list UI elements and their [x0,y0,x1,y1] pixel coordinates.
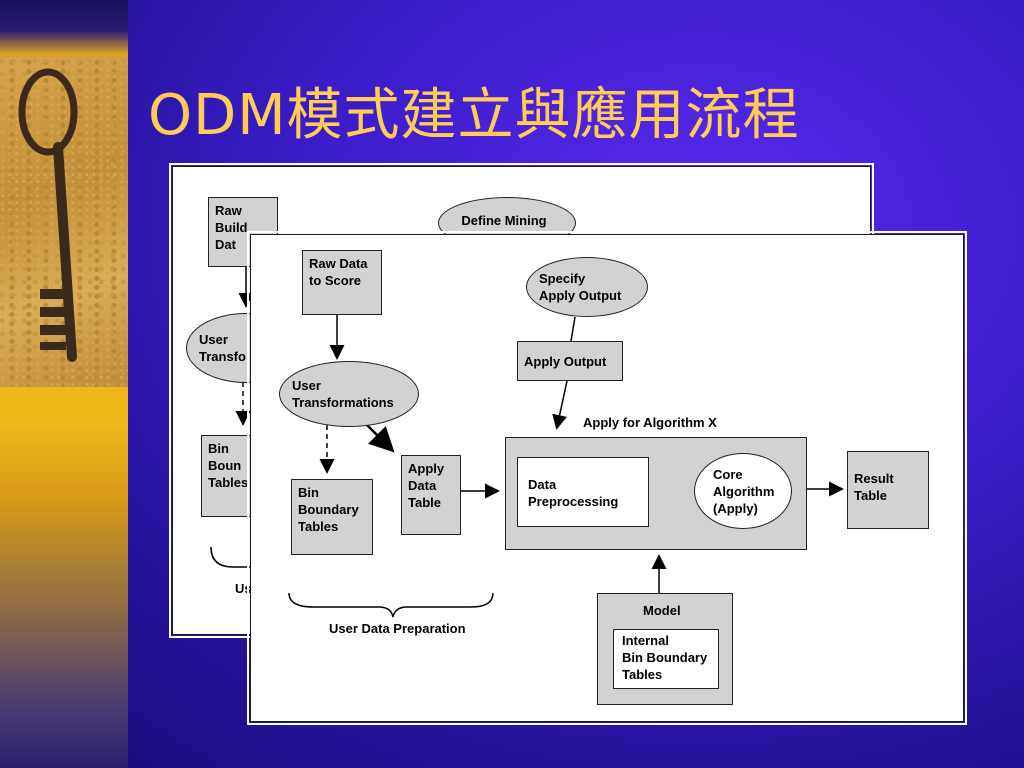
user-data-preparation-label: User Data Preparation [329,621,466,636]
apply-output-node: Apply Output [517,341,623,381]
front-diagram-arrows [288,315,844,618]
front-diagram-panel: Raw Data to Score Specify Apply Output A… [247,231,967,725]
key-photo [0,57,128,387]
specify-apply-output-node: Specify Apply Output [526,257,648,317]
core-algorithm-node: Core Algorithm (Apply) [694,453,792,529]
back-user-data-label: Us [235,581,252,596]
internal-bin-boundary-tables-node: Internal Bin Boundary Tables [613,629,719,689]
result-table-node: Result Table [847,451,929,529]
bin-boundary-tables-node: Bin Boundary Tables [291,479,373,555]
apply-data-table-node: Apply Data Table [401,455,461,535]
model-label: Model [643,603,681,618]
raw-data-to-score-node: Raw Data to Score [302,250,382,315]
slide-title: ODM模式建立與應用流程 [148,83,800,148]
data-preprocessing-node: Data Preprocessing [517,457,649,527]
apply-for-algorithm-label: Apply for Algorithm X [583,415,717,430]
user-transformations-node: User Transformations [279,361,419,427]
key-icon [18,68,78,362]
back-diagram-arrows [210,267,254,568]
